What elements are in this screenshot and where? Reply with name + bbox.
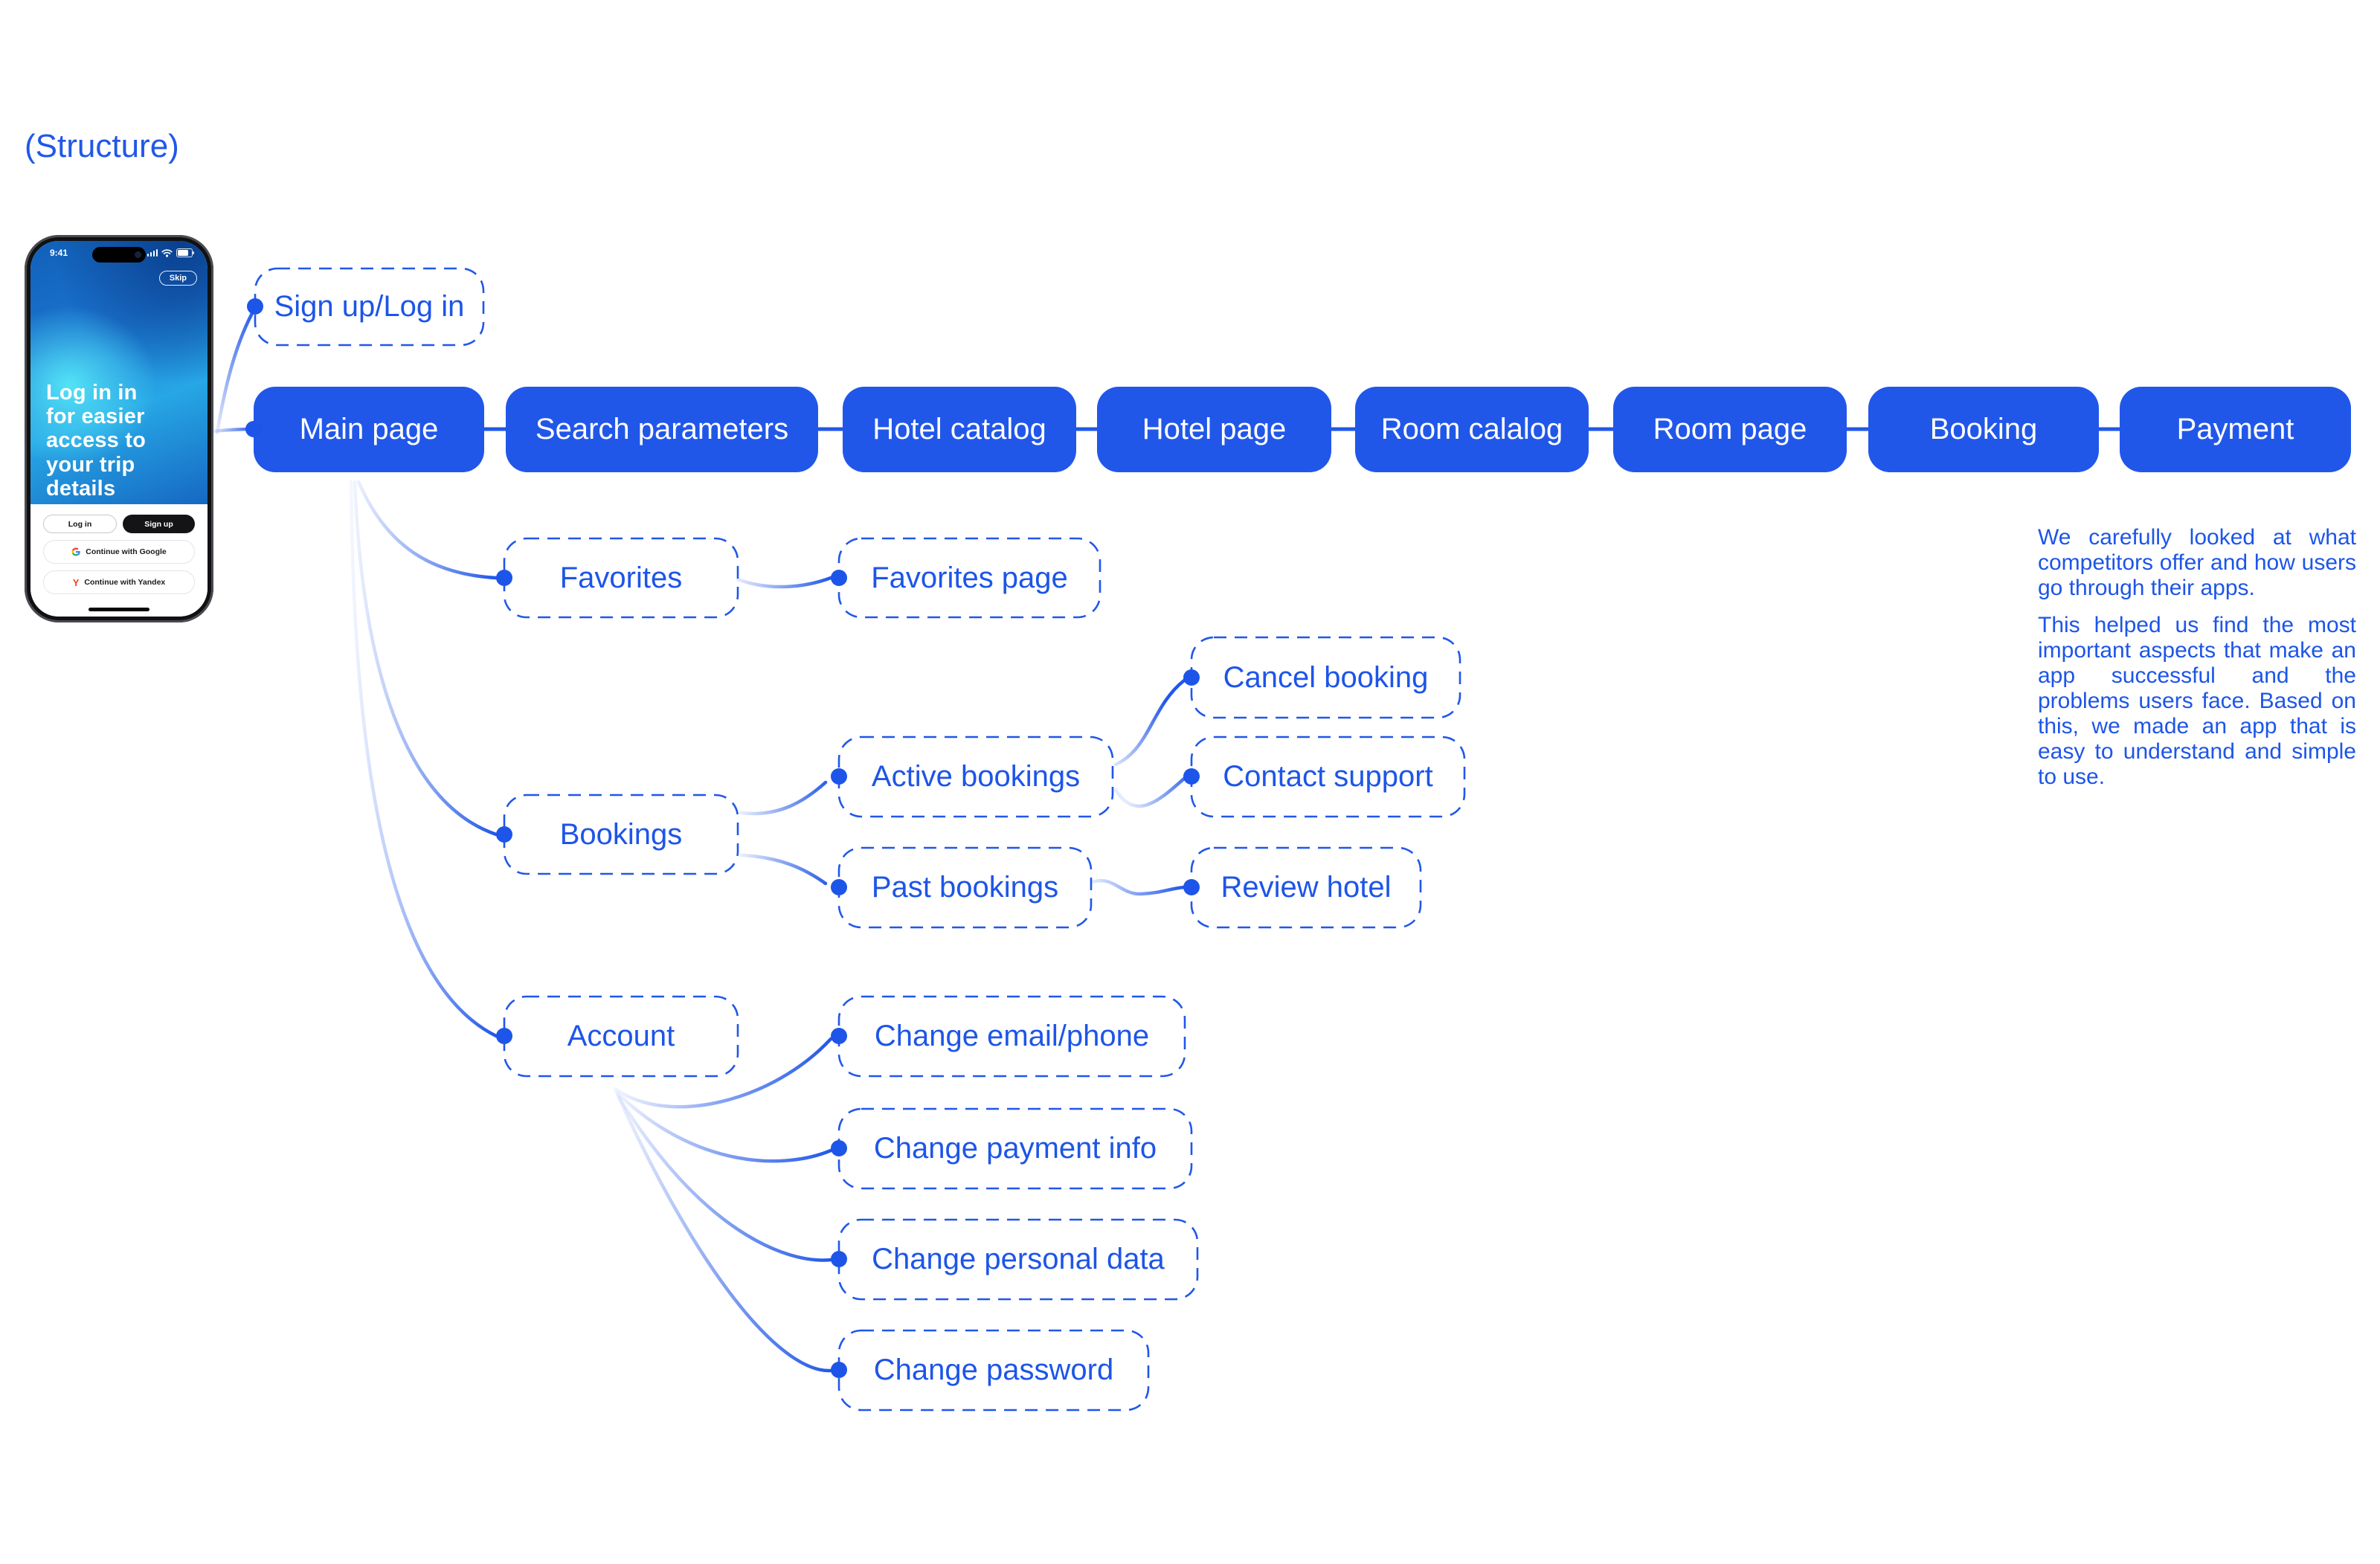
home-indicator — [89, 608, 149, 611]
node-signup-login[interactable]: Sign up/Log in — [274, 290, 465, 323]
flow-booking[interactable]: Booking — [1868, 387, 2099, 472]
node-account[interactable]: Account — [567, 1020, 675, 1052]
node-contact-support[interactable]: Contact support — [1223, 760, 1433, 793]
node-bookings[interactable]: Bookings — [559, 817, 683, 851]
flow-room-catalog[interactable]: Room calalog — [1355, 387, 1589, 472]
skip-button[interactable]: Skip — [158, 271, 197, 286]
dynamic-island — [92, 247, 146, 263]
status-icons — [147, 248, 194, 257]
continue-google-button[interactable]: Continue with Google — [43, 540, 195, 564]
node-change-personal-data[interactable]: Change personal data — [872, 1243, 1165, 1275]
node-change-password[interactable]: Change password — [873, 1354, 1114, 1386]
node-review-hotel[interactable]: Review hotel — [1220, 871, 1392, 904]
wifi-icon — [161, 248, 173, 257]
flow-search-parameters[interactable]: Search parameters — [506, 387, 818, 472]
onboarding-headline: Log in in for easier access to your trip… — [46, 381, 146, 501]
research-annotation: We carefully looked at what competitors … — [2038, 525, 2356, 790]
signal-icon — [147, 249, 158, 257]
node-favorites-page[interactable]: Favorites page — [871, 561, 1068, 594]
node-past-bookings[interactable]: Past bookings — [871, 871, 1059, 904]
status-time: 9:41 — [50, 248, 68, 258]
annotation-paragraph-1: We carefully looked at what competitors … — [2038, 525, 2356, 600]
page-title: (Structure) — [25, 128, 179, 164]
yandex-icon: Y — [72, 576, 80, 588]
camera-icon — [135, 251, 141, 258]
phone-mockup: 9:41 Skip Log in in for easier access to — [25, 235, 213, 622]
status-bar: 9:41 — [30, 241, 208, 260]
flow-hotel-catalog[interactable]: Hotel catalog — [843, 387, 1076, 472]
flow-main-page[interactable]: Main page — [254, 387, 484, 472]
node-change-payment-info[interactable]: Change payment info — [873, 1132, 1157, 1165]
annotation-paragraph-2: This helped us find the most important a… — [2038, 613, 2356, 789]
flow-payment[interactable]: Payment — [2120, 387, 2351, 472]
continue-yandex-button[interactable]: Y Continue with Yandex — [43, 570, 195, 594]
phone-screen: 9:41 Skip Log in in for easier access to — [30, 241, 208, 617]
auth-panel: Log in Sign up Continue with Google Y Co… — [30, 504, 208, 617]
google-icon — [71, 547, 80, 556]
flow-room-page[interactable]: Room page — [1613, 387, 1847, 472]
node-change-email-phone[interactable]: Change email/phone — [874, 1020, 1150, 1052]
signup-button[interactable]: Sign up — [123, 515, 195, 533]
node-active-bookings[interactable]: Active bookings — [871, 760, 1081, 793]
node-favorites[interactable]: Favorites — [559, 561, 683, 594]
onboarding-screen: 9:41 Skip Log in in for easier access to — [30, 241, 208, 504]
battery-icon — [176, 248, 194, 257]
login-button[interactable]: Log in — [43, 515, 117, 533]
flow-hotel-page[interactable]: Hotel page — [1097, 387, 1331, 472]
node-cancel-booking[interactable]: Cancel booking — [1223, 660, 1429, 694]
